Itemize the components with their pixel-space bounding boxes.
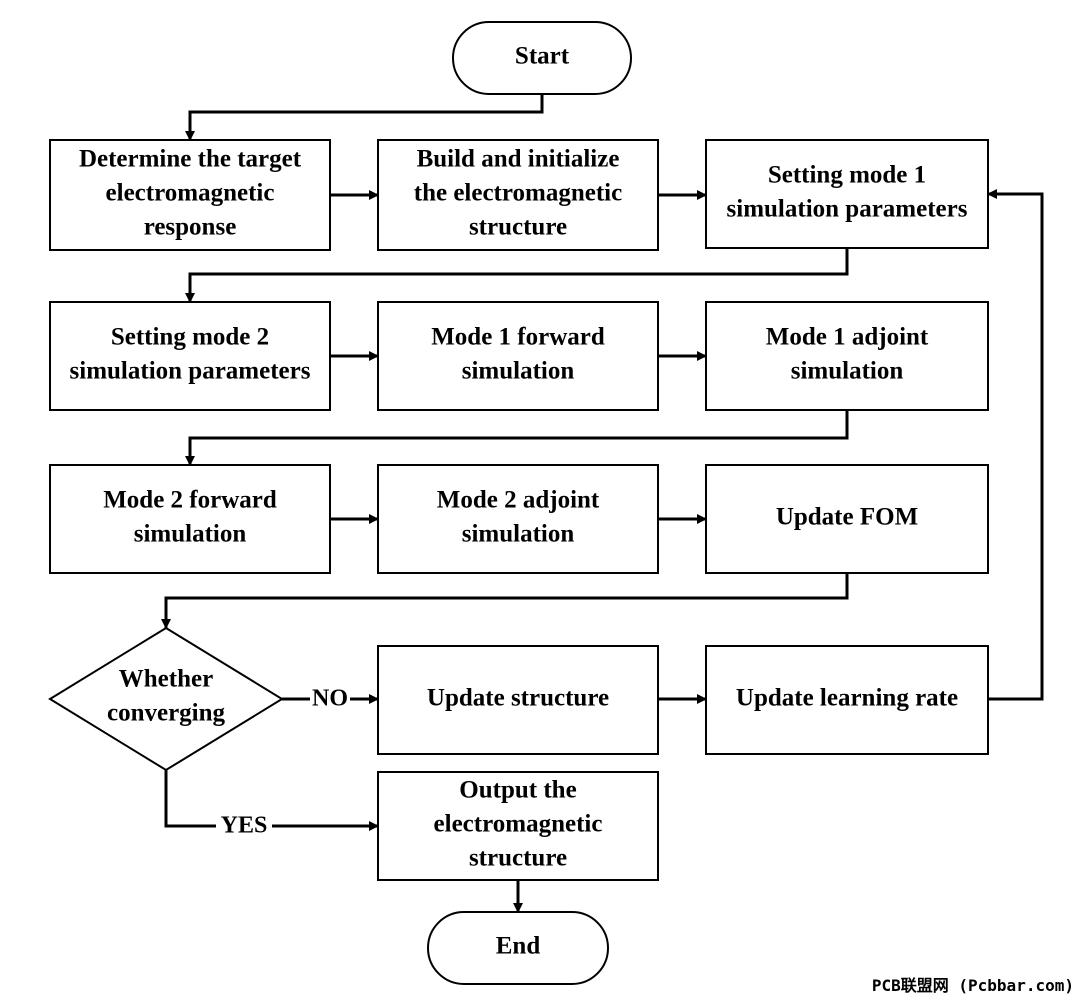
process-box [377,645,659,755]
node-updlr: Update learning rate [705,645,989,755]
terminal-shape [452,21,632,95]
node-label-line: converging [107,700,226,727]
node-label-line: Mode 2 forward [103,487,277,514]
process-box [49,139,331,251]
node-label-line: End [496,933,541,960]
node-label-line: Mode 2 adjoint [437,487,600,514]
process-box [705,464,989,574]
edge-label-yes: YES [221,813,268,839]
node-determine: Determine the target electromagnetic respo… [49,139,331,251]
edge-label-no: NO [312,686,348,712]
arrow-fom-converge [161,573,849,629]
node-label-line: Build and initialize [417,146,620,173]
process-box [705,645,989,755]
arrow-updlr-mode1params [987,189,1044,701]
process-box [705,301,989,411]
node-mode1fwd: Mode 1 forward simulation [377,301,659,411]
node-label-line: electromagnetic [434,811,603,838]
node-label-line: Start [515,43,570,70]
arrow-converge-output [164,770,379,831]
node-label-line: simulation [134,521,247,548]
node-label-line: Whether [119,666,213,693]
node-label-line: Update learning rate [736,685,958,712]
node-label-line: Update structure [427,685,609,712]
node-end: End [427,911,609,985]
node-label-line: electromagnetic [106,180,275,207]
node-label-line: Output the [459,777,576,804]
arrow-start-determine [185,94,544,141]
process-box [49,464,331,574]
node-label-line: Setting mode 1 [768,162,926,189]
node-start: Start [452,21,632,95]
node-label-line: simulation [462,358,575,385]
node-label-line: Update FOM [776,504,918,531]
node-mode1adj: Mode 1 adjoint simulation [705,301,989,411]
node-label-line: simulation parameters [727,196,968,223]
process-box [377,139,659,251]
node-label-line: structure [469,845,567,872]
node-converge: Whether converging [48,626,284,772]
watermark-text: PCB联盟网 (Pcbbar.com) [871,976,1074,995]
node-label-line: response [144,214,237,241]
arrow-mode1adj-mode2fwd [185,410,849,466]
decision-diamond [48,626,284,772]
node-fom: Update FOM [705,464,989,574]
terminal-shape [427,911,609,985]
node-output: Output the electromagnetic structure [377,771,659,881]
node-label-line: simulation [791,358,904,385]
node-mode2adj: Mode 2 adjoint simulation [377,464,659,574]
node-mode2fwd: Mode 2 forward simulation [49,464,331,574]
node-label-line: structure [469,214,567,241]
node-label-line: Determine the target [79,146,302,173]
node-updstruct: Update structure [377,645,659,755]
node-mode2params: Setting mode 2 simulation parameters [49,301,331,411]
process-box [705,139,989,249]
node-label-line: the electromagnetic [414,180,622,207]
node-label-line: Setting mode 2 [111,324,269,351]
process-box [49,301,331,411]
process-box [377,771,659,881]
edge-label-background [310,685,350,713]
process-box [377,464,659,574]
node-label-line: Mode 1 adjoint [766,324,929,351]
node-label-line: simulation parameters [70,358,311,385]
edge-label-background [216,812,272,840]
node-build: Build and initialize the electromagnetic s… [377,139,659,251]
process-box [377,301,659,411]
arrow-mode1params-mode2params [185,248,849,303]
node-label-line: simulation [462,521,575,548]
node-label-line: Mode 1 forward [431,324,605,351]
node-mode1params: Setting mode 1 simulation parameters [705,139,989,249]
